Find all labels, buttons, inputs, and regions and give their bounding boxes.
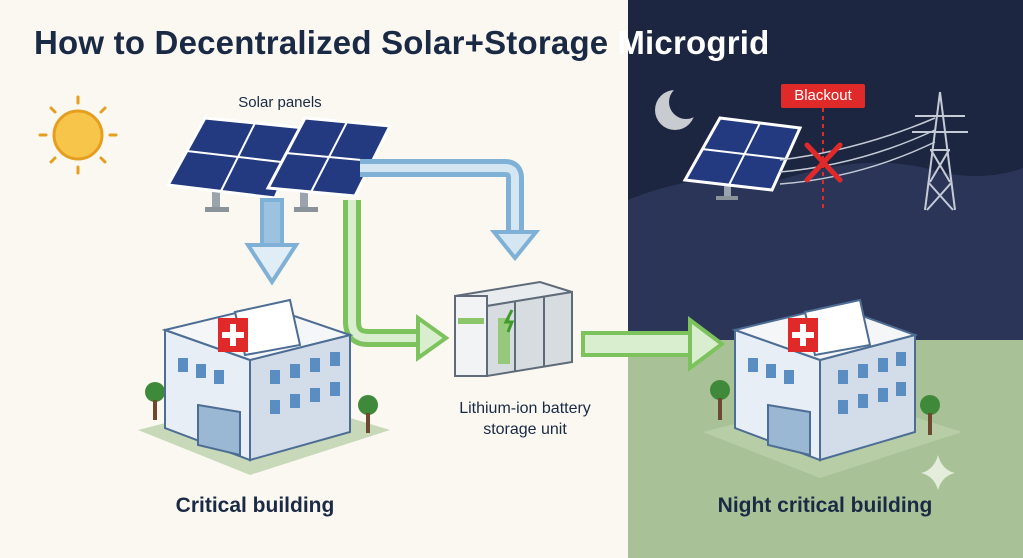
battery-label: Lithium-ion battery storage unit (425, 398, 625, 440)
title-part-day: How to Decentralized Solar+Storage (34, 24, 609, 61)
title-part-night: Microgrid (617, 24, 770, 61)
solar-panel-icon (165, 116, 393, 212)
blackout-badge: Blackout (781, 84, 865, 108)
power-tower-icon (912, 91, 968, 211)
solar-panels-label: Solar panels (238, 94, 322, 111)
solar-panel-icon-night (682, 116, 803, 200)
critical-building-label: Critical building (175, 494, 335, 517)
night-building-label: Night critical building (717, 494, 933, 517)
battery-storage-icon (454, 280, 573, 378)
moon-icon (655, 85, 703, 130)
hospital-building-icon-night (703, 298, 962, 478)
night-hills (628, 162, 1023, 340)
battery-label-line1: Lithium-ion battery (459, 400, 591, 417)
arrow-solar-to-battery-green (343, 200, 450, 362)
battery-label-line2: storage unit (483, 421, 567, 438)
hospital-building-icon (138, 298, 390, 475)
arrow-solar-to-battery (360, 159, 541, 262)
arrow-solar-to-building (244, 198, 300, 286)
sparkle-icon (921, 455, 955, 490)
blackout-x-icon (804, 142, 843, 183)
day-background (0, 0, 628, 558)
arrow-battery-to-night-building (581, 316, 726, 372)
power-lines (779, 117, 936, 185)
sun-icon (38, 95, 118, 175)
